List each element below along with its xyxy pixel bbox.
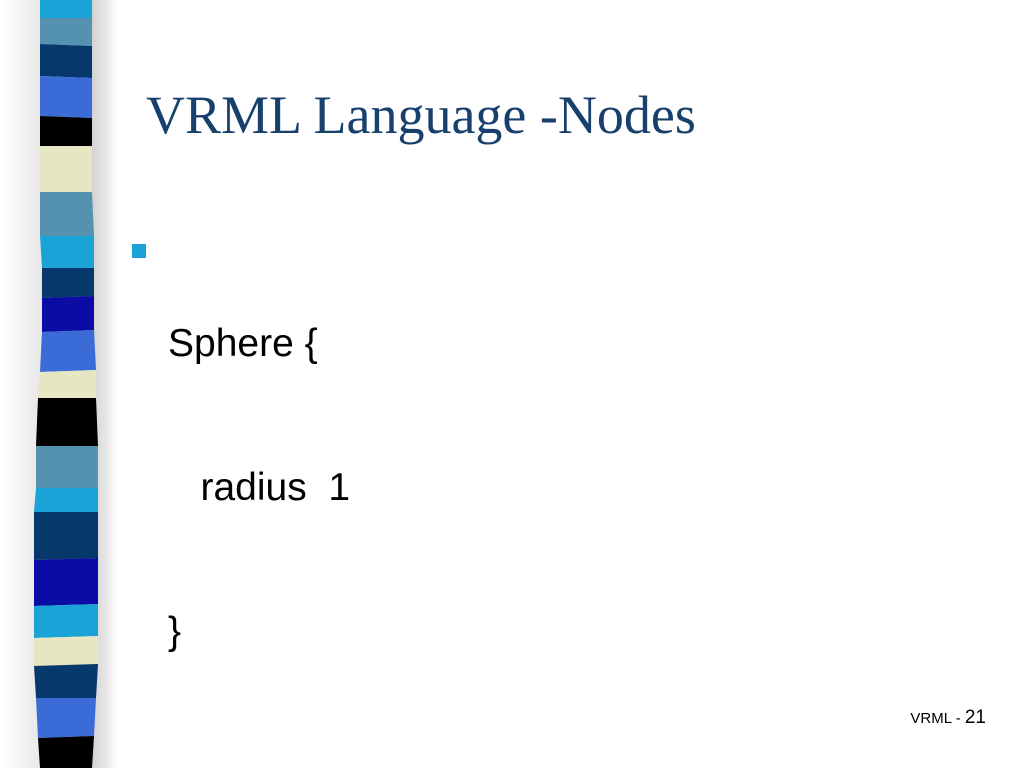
stripe-segment [40, 236, 94, 268]
stripe-segment [40, 18, 92, 46]
stripe-segment [34, 488, 98, 512]
stripe-segment [42, 268, 94, 298]
stripe-segment [40, 192, 94, 236]
stripe-segment [40, 76, 92, 118]
slide-number: 21 [964, 707, 986, 728]
decorative-stripe-bar [34, 0, 98, 768]
stripe-segment [36, 398, 98, 446]
stripe-segment [36, 446, 98, 488]
stripe-segment [34, 558, 98, 606]
stripe-segment [40, 44, 92, 78]
stripe-segment [38, 736, 94, 768]
stripe-segment [34, 636, 98, 666]
stripe-segment [40, 0, 92, 18]
footer-label: VRML - [910, 710, 965, 727]
code-line: radius 1 [168, 466, 351, 509]
stripe-segment [40, 146, 92, 192]
stripe-segment [34, 664, 98, 698]
square-bullet-icon [132, 244, 146, 258]
stripe-segment [40, 330, 96, 372]
bullet-text: Sphere { radius 1 } [168, 224, 350, 752]
slide-footer: VRML - 21 [910, 707, 986, 729]
slide-title: VRML Language -Nodes [146, 85, 696, 145]
stripe-segment [36, 698, 96, 738]
stripe-segment [34, 512, 98, 560]
stripe-segment [34, 604, 98, 638]
code-line: } [168, 610, 182, 653]
stripe-segment [42, 296, 94, 332]
stripe-segment [40, 116, 92, 146]
stripe-segment [38, 370, 96, 398]
code-line: Sphere { [168, 322, 318, 365]
